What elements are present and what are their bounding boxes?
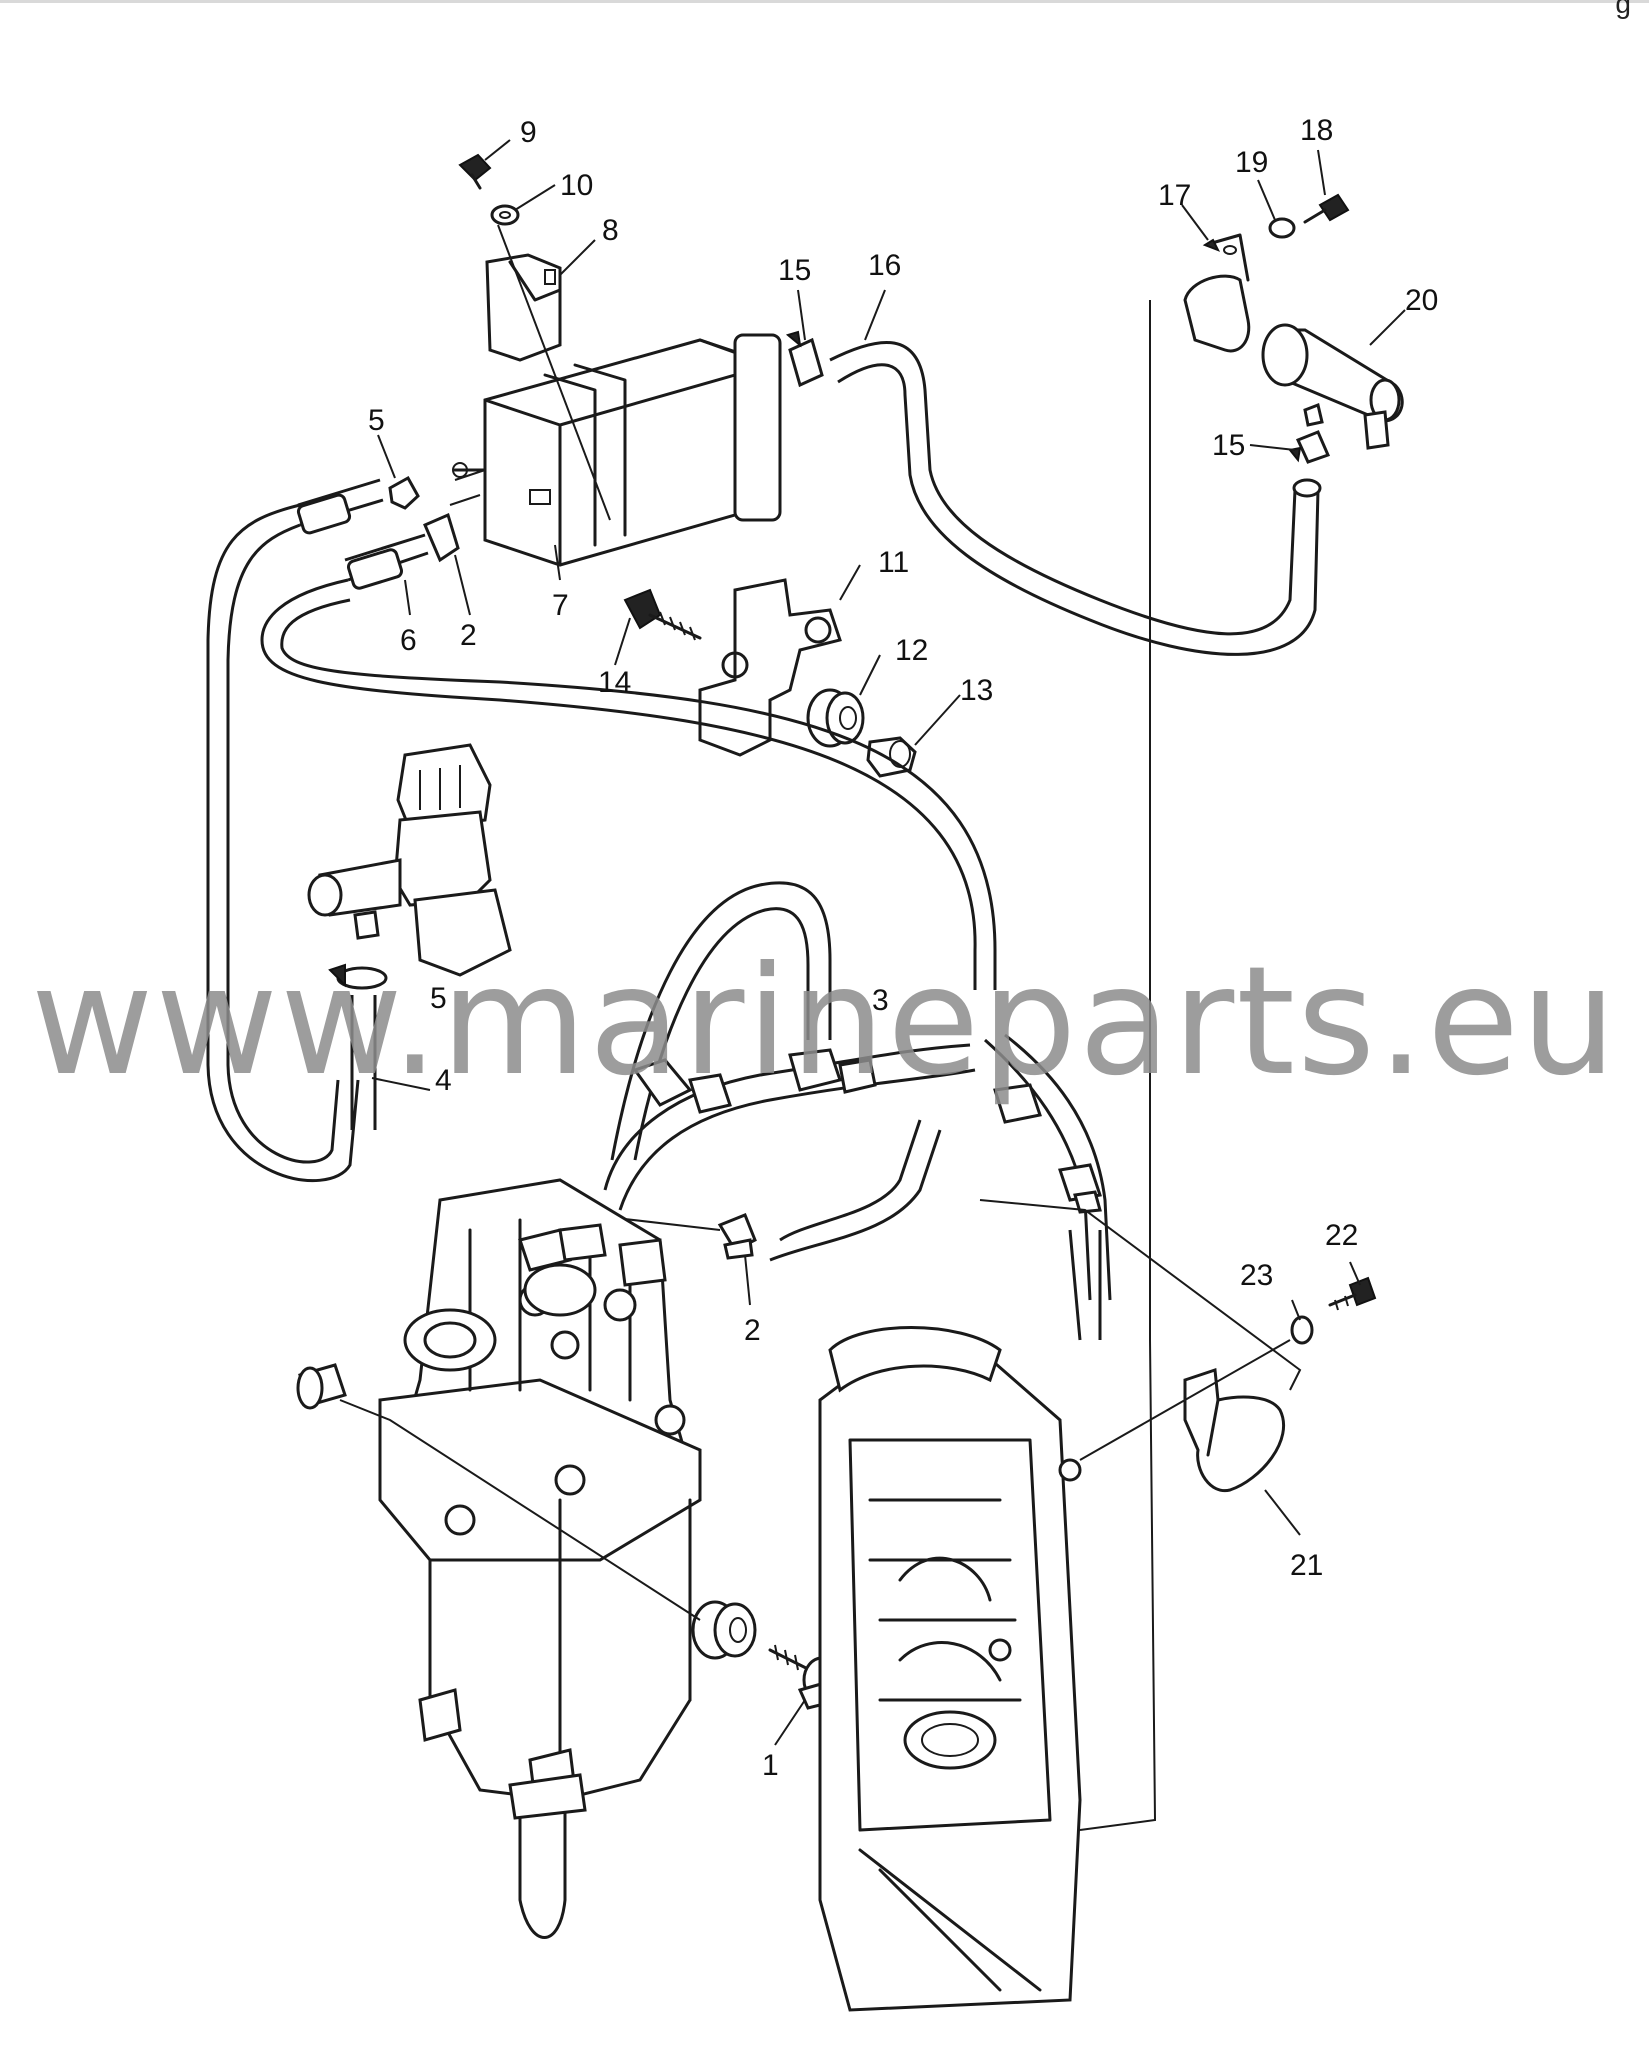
screw-9 <box>458 153 492 190</box>
bolt-14 <box>623 588 702 641</box>
hose-clip-15-lower <box>1288 430 1331 464</box>
hose-clips-3 <box>632 1048 1102 1214</box>
callout-7: 7 <box>552 589 569 622</box>
charcoal-canister <box>452 333 782 567</box>
callout-11: 11 <box>878 546 909 579</box>
callout-6: 6 <box>400 624 417 657</box>
callout-20: 20 <box>1405 284 1438 317</box>
callout-21: 21 <box>1290 1549 1323 1582</box>
purge-valve <box>307 743 512 977</box>
callout-18: 18 <box>1300 114 1333 147</box>
callout-2-lower: 2 <box>744 1314 761 1347</box>
hose-clip-5-upper <box>388 475 420 510</box>
mount-pin <box>296 1363 347 1410</box>
engine-block <box>818 1326 1082 2012</box>
callout-14: 14 <box>598 666 631 699</box>
callout-5-lower: 5 <box>430 982 447 1015</box>
callout-23: 23 <box>1240 1259 1273 1292</box>
hose-clip-15-upper <box>785 330 824 388</box>
mount-bracket-11 <box>698 578 842 757</box>
washer-19 <box>1268 217 1296 239</box>
callout-22: 22 <box>1325 1219 1358 1252</box>
callout-2-upper: 2 <box>460 619 477 652</box>
leader-line <box>1079 300 1157 1831</box>
leader-line <box>449 469 486 506</box>
callout-4: 4 <box>435 1064 452 1097</box>
callout-5-upper: 5 <box>368 404 385 437</box>
silencer-20 <box>1261 323 1404 450</box>
vent-hoses-6 <box>296 478 429 590</box>
screw-18 <box>1303 193 1350 224</box>
callout-17: 17 <box>1158 179 1191 212</box>
top-border-rule <box>0 0 1649 3</box>
hose-clip-5-lower <box>328 963 388 990</box>
callout-19: 19 <box>1235 146 1268 179</box>
grommet-lower <box>691 1600 757 1660</box>
vapor-separator <box>378 1178 702 1939</box>
callout-8: 8 <box>602 214 619 247</box>
callout-15-lower: 15 <box>1212 429 1245 462</box>
callout-15-upper: 15 <box>778 254 811 287</box>
leader-line <box>979 1199 1302 1391</box>
page-corner-text: g <box>1615 0 1631 19</box>
callout-10: 10 <box>560 169 593 202</box>
grommet-12 <box>806 688 865 748</box>
leader-line <box>497 224 611 521</box>
fitting-2-upper <box>423 512 460 563</box>
callout-12: 12 <box>895 634 928 667</box>
long-hose-4 <box>206 503 997 1183</box>
callout-leaders <box>371 139 1406 1746</box>
callout-1: 1 <box>762 1749 779 1782</box>
fitting-2-lower <box>717 1213 757 1260</box>
callout-3: 3 <box>872 984 889 1017</box>
callout-9: 9 <box>520 116 537 149</box>
leader-line <box>1079 1339 1291 1461</box>
washer-10 <box>490 204 520 226</box>
leader-line <box>339 1399 701 1621</box>
clamp-17 <box>1183 233 1251 353</box>
callout-16: 16 <box>868 249 901 282</box>
callout-labels: 9 10 8 15 16 17 19 18 20 15 5 7 6 2 11 1… <box>368 114 1438 1782</box>
hose-16 <box>829 341 1322 656</box>
washer-23 <box>1290 1315 1314 1345</box>
screw-22 <box>1328 1276 1377 1311</box>
clamp-21 <box>1183 1367 1286 1493</box>
callout-13: 13 <box>960 674 993 707</box>
canister-bracket <box>485 253 562 362</box>
